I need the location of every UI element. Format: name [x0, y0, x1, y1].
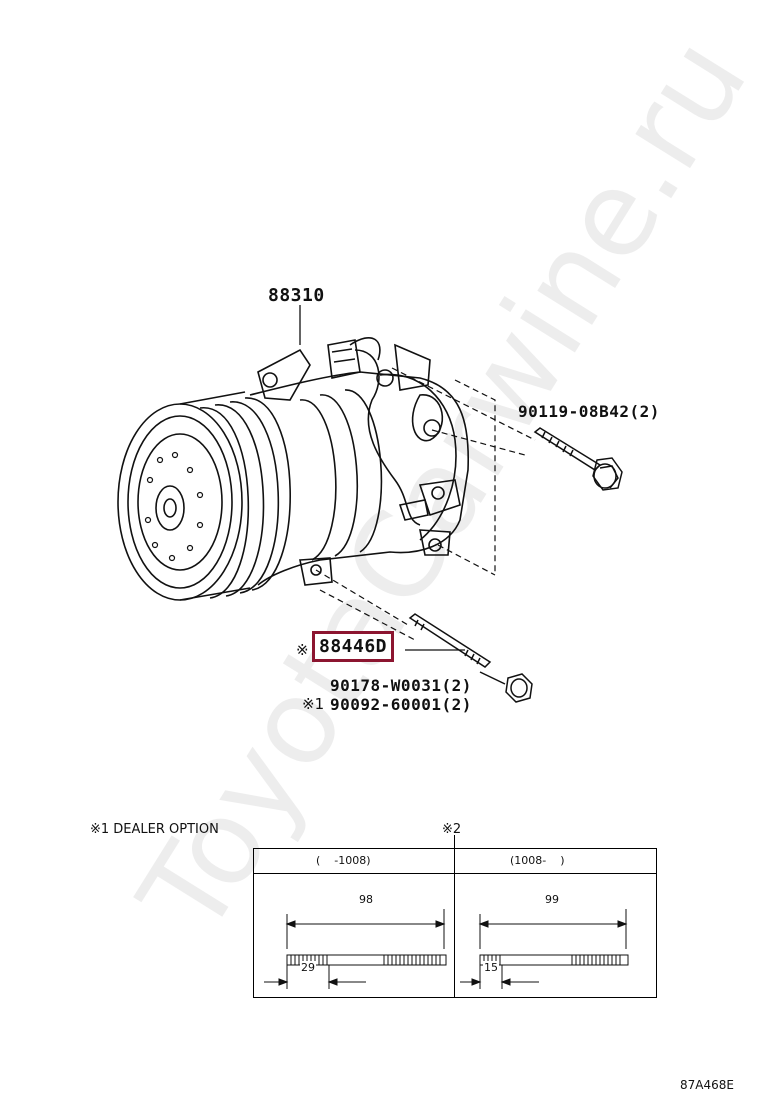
stud-length-table: ( -1008) (1008- ) — [253, 835, 657, 998]
col2-thread-value: 15 — [483, 961, 499, 974]
nut-reference-mark: ※1 — [302, 695, 325, 713]
compressor-part-number[interactable]: 88310 — [268, 285, 325, 306]
column-header-after: (1008- ) — [510, 854, 565, 867]
stud-reference-mark: ※ — [296, 641, 309, 659]
pulley-hub — [155, 485, 185, 531]
col1-length-value: 98 — [357, 893, 375, 906]
dealer-option-note: ※1 DEALER OPTION — [90, 822, 219, 837]
compressor-diagram — [117, 305, 623, 703]
nut-part-number[interactable]: 90092-60001(2) — [330, 695, 472, 714]
table-reference-mark: ※2 — [442, 822, 462, 837]
connector — [327, 339, 361, 379]
col2-length-value: 99 — [543, 893, 561, 906]
column-header-before: ( -1008) — [316, 854, 371, 867]
flange-bolt — [533, 427, 623, 491]
stud-bolt-part-number[interactable]: 90178-W0031(2) — [330, 676, 472, 695]
nut — [479, 671, 533, 703]
stud-bolt — [408, 613, 492, 668]
col1-thread-value: 29 — [300, 961, 316, 974]
stud-part-number-highlighted[interactable]: 88446D — [312, 631, 395, 662]
pulley-inner — [127, 415, 233, 589]
figure-code: 87A468E — [680, 1078, 734, 1092]
flange-bolt-part-number[interactable]: 90119-08B42(2) — [518, 402, 660, 421]
